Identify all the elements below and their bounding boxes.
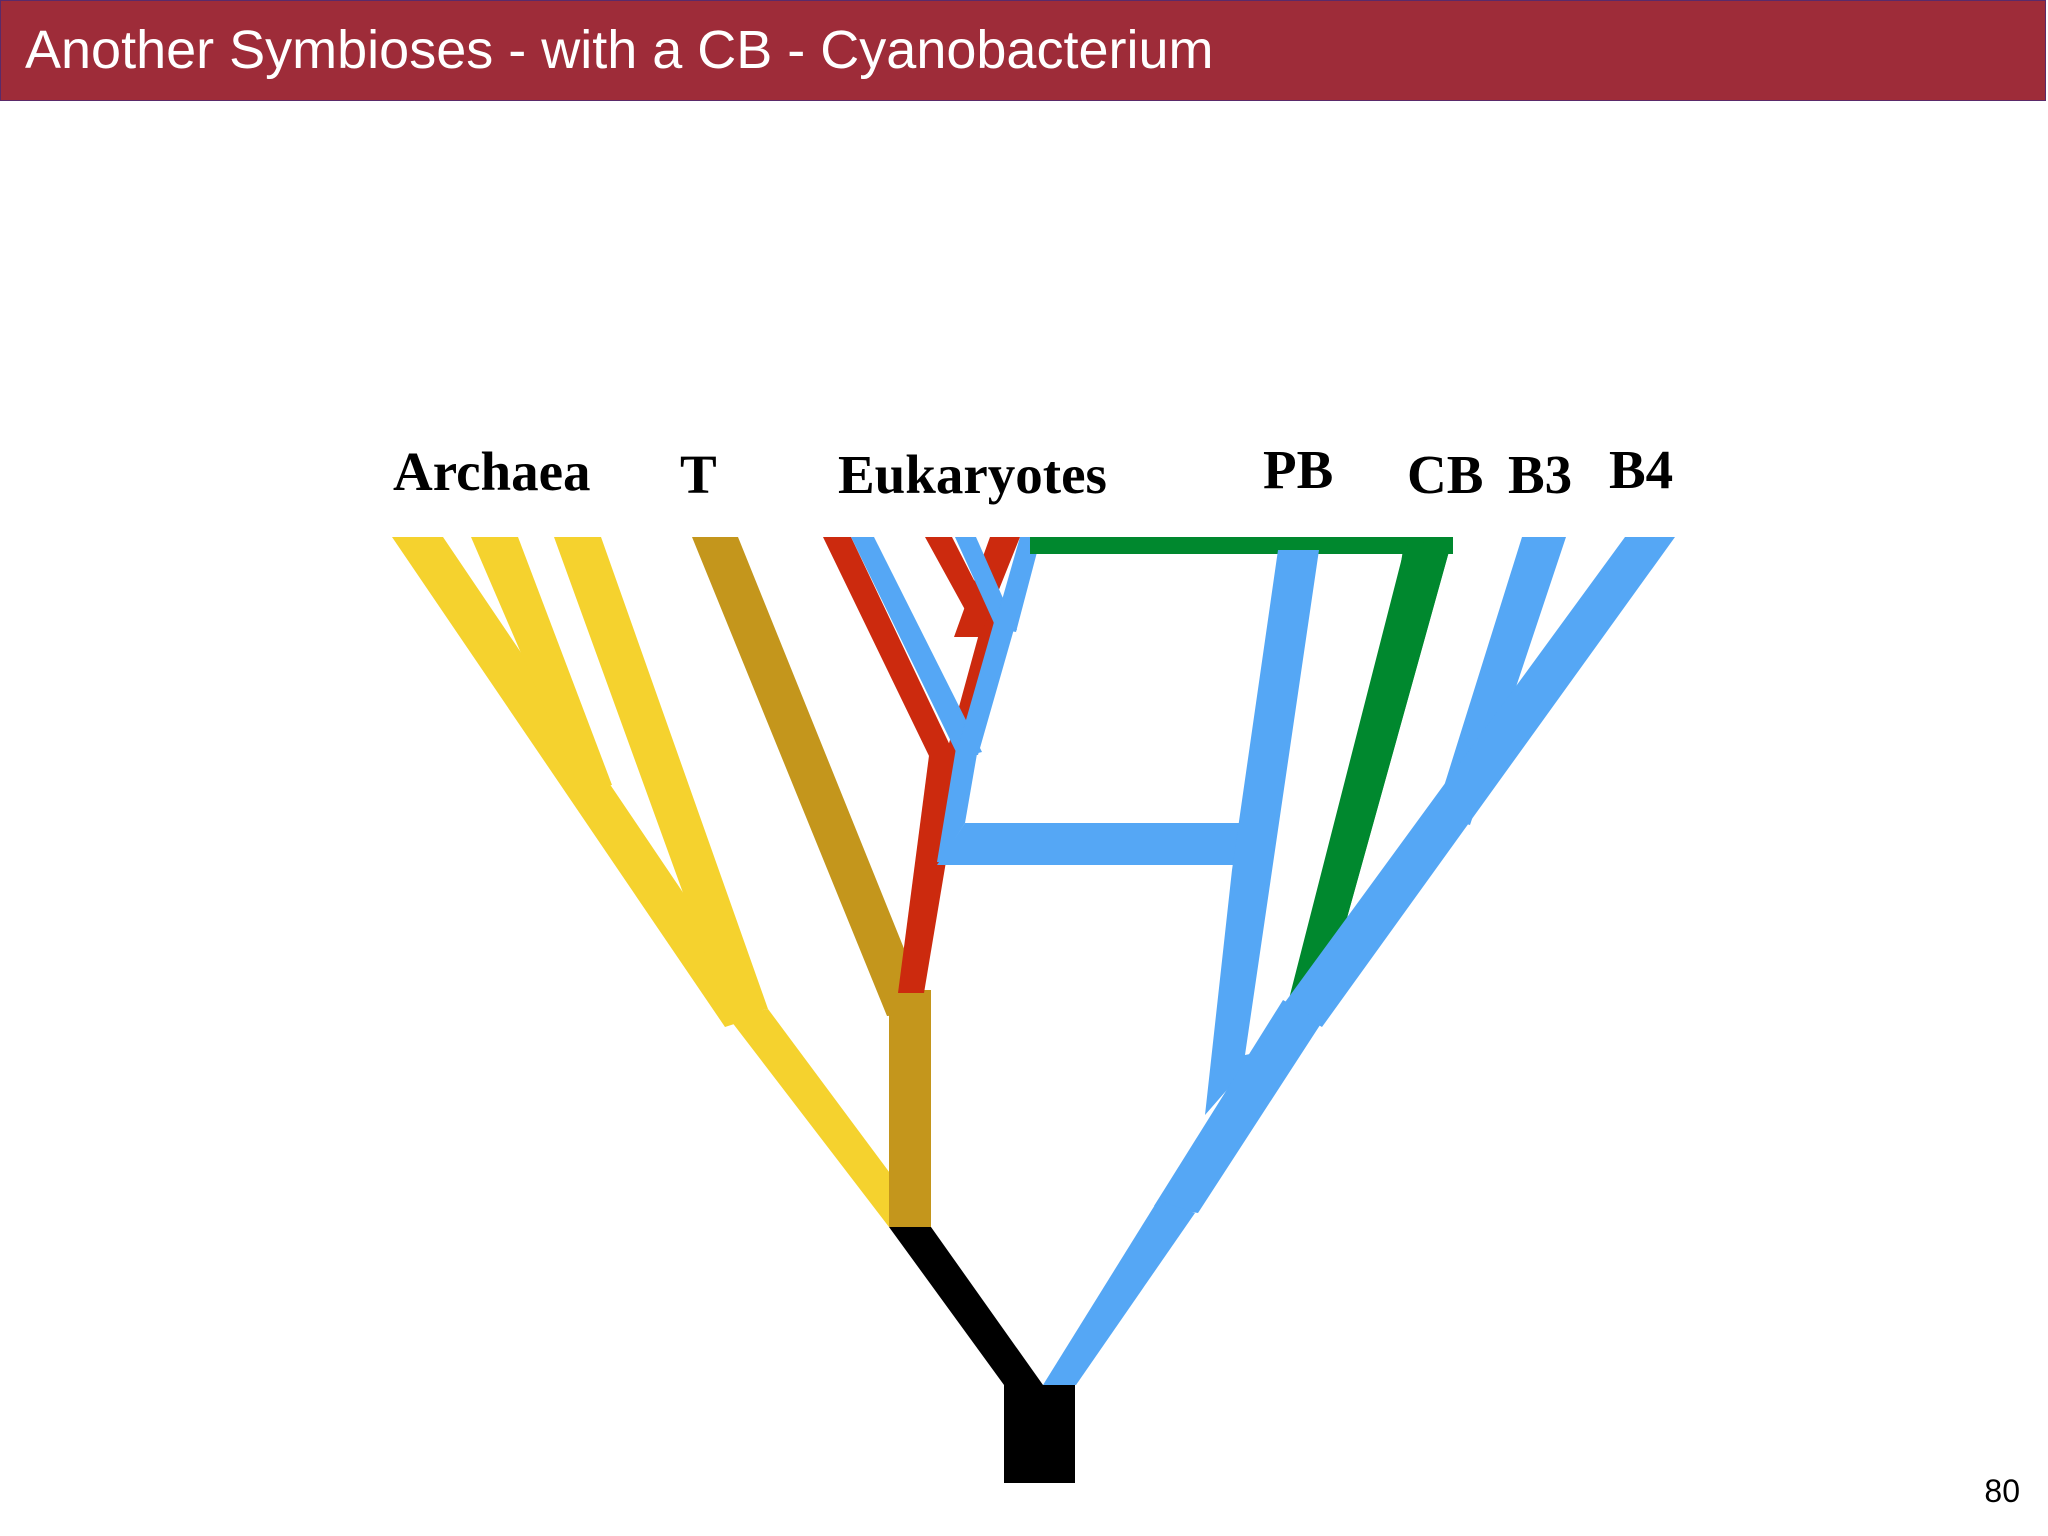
archaea-branch-middle: [471, 537, 612, 790]
root-archaeal-limb: [889, 1227, 1043, 1385]
bacteria-branches: [1043, 537, 1675, 1385]
b4-branch: [1283, 537, 1675, 1027]
pb-branch: [1205, 550, 1319, 1115]
label-b3: B3: [1508, 444, 1572, 505]
title-bar: Another Symbioses - with a CB - Cyanobac…: [0, 0, 2046, 101]
t-branches: [692, 537, 931, 1227]
label-pb: PB: [1263, 439, 1333, 500]
archaea-branches: [392, 537, 930, 1227]
cyanobacterium-branches: [1030, 537, 1453, 1030]
bacteria-lower-stem: [1043, 1200, 1195, 1385]
root-trunk: [1004, 1385, 1075, 1483]
eukaryote-endosymbiont-branches: [851, 537, 1243, 865]
host-branch-left: [823, 537, 956, 758]
label-t: T: [680, 444, 717, 505]
slide-title: Another Symbioses - with a CB - Cyanobac…: [25, 20, 1214, 80]
label-eukaryotes: Eukaryotes: [838, 444, 1107, 505]
page-number: 80: [1984, 1473, 2020, 1509]
archaea-stem: [728, 1009, 930, 1227]
cb-stem: [1281, 537, 1453, 1030]
t-stem: [889, 990, 931, 1227]
cb-transfer-bar: [1030, 537, 1453, 554]
endosymbiont-transfer-bar: [937, 823, 1243, 865]
root-branches: [889, 1227, 1075, 1483]
bacteria-upper-stem: [1154, 1000, 1322, 1213]
label-cb: CB: [1407, 444, 1483, 505]
t-branch: [692, 537, 930, 1016]
endosymbiont-branch-upper-stem: [956, 622, 1016, 755]
endosymbiont-branch-right: [994, 537, 1041, 632]
endosymbiont-branch-left: [851, 537, 982, 758]
archaea-branch-inner: [554, 537, 768, 1017]
endosymbiont-stem: [937, 748, 978, 862]
label-b4: B4: [1609, 439, 1673, 500]
label-archaea: Archaea: [393, 441, 591, 502]
